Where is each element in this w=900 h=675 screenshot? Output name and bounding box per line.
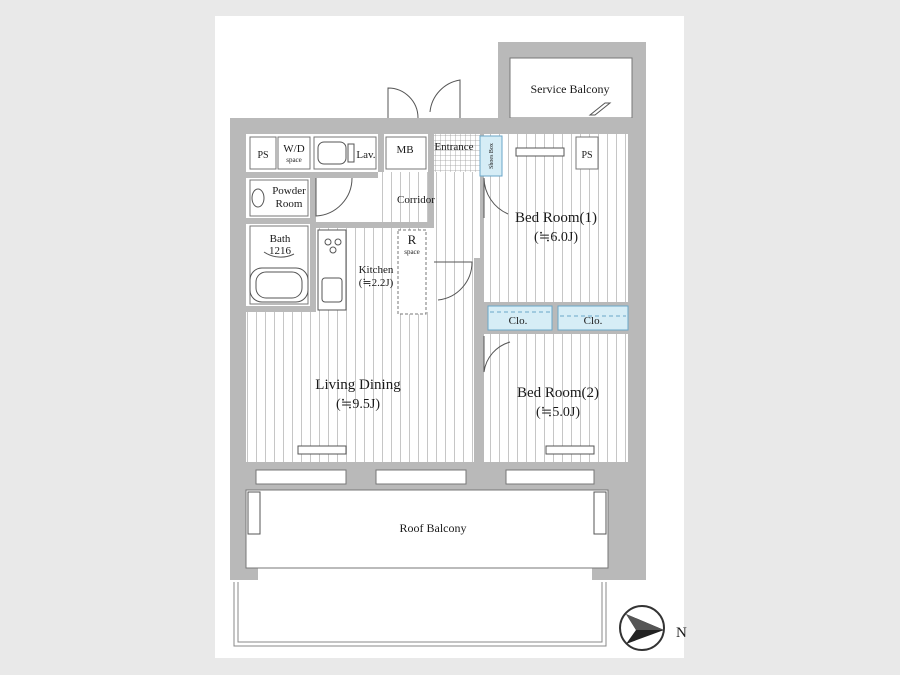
bedroom1-size-label: (≒6.0J) xyxy=(534,230,578,245)
ac-units xyxy=(297,147,595,455)
service-balcony-drain xyxy=(588,102,612,116)
ps-right-label: PS xyxy=(581,150,592,161)
bedroom2-size-label: (≒5.0J) xyxy=(536,405,580,420)
shoes-box-label: Shoes Box xyxy=(489,143,495,169)
living-size-label: (≒9.5J) xyxy=(336,397,380,412)
bath-label-2: 1216 xyxy=(269,245,292,257)
service-balcony-label: Service Balcony xyxy=(531,82,610,96)
powder-room-label-2: Room xyxy=(276,198,303,210)
utility-rooms xyxy=(249,136,599,305)
compass-north-label: N xyxy=(676,625,687,641)
entrance-label: Entrance xyxy=(434,141,473,153)
compass-icon xyxy=(619,605,665,651)
living-dining-label: Living Dining xyxy=(315,377,401,393)
service-balcony-area xyxy=(509,57,633,119)
kitchen-size-label: (≒2.2J) xyxy=(359,277,394,289)
wd-label: W/D xyxy=(283,143,304,155)
corridor-label: Corridor xyxy=(397,194,435,206)
bath-label-1: Bath xyxy=(270,233,291,245)
south-windows xyxy=(255,469,595,485)
shoes-box xyxy=(479,135,503,177)
ps-left-label: PS xyxy=(257,150,268,161)
wd-space-label: space xyxy=(286,156,302,164)
fridge-space-label: space xyxy=(404,248,420,256)
powder-room-label-1: Powder xyxy=(272,185,306,197)
roof-balcony-label: Roof Balcony xyxy=(400,521,467,535)
closets xyxy=(487,305,629,331)
mb-label: MB xyxy=(396,144,413,156)
kitchen-label: Kitchen xyxy=(359,264,394,276)
roof-balcony-area xyxy=(233,489,609,647)
closet2-label: Clo. xyxy=(584,315,603,327)
lav-label: Lav. xyxy=(356,149,375,161)
bedroom1-label: Bed Room(1) xyxy=(515,210,597,226)
doors xyxy=(263,79,511,373)
closet1-label: Clo. xyxy=(509,315,528,327)
bedroom2-label: Bed Room(2) xyxy=(517,385,599,401)
fridge-label: R xyxy=(408,232,417,247)
kitchen-counter xyxy=(317,229,427,315)
